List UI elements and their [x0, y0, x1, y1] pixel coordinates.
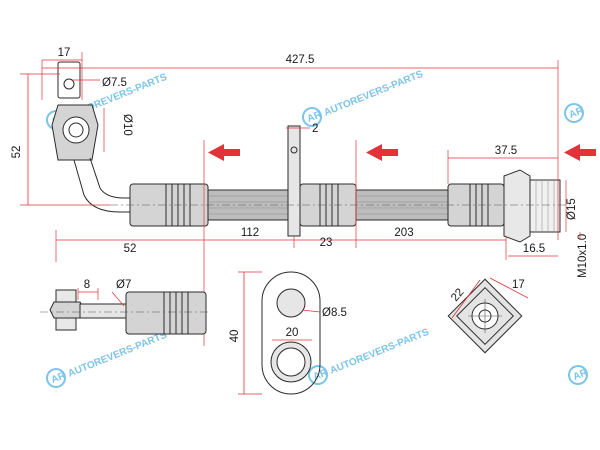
watermark-6: AR: [568, 365, 590, 385]
bolt-hole: [63, 78, 75, 90]
clip-hex: [49, 301, 85, 319]
dim-hex-17: 17: [512, 279, 525, 291]
bracket-small-hole: [276, 288, 306, 318]
watermark-logo-icon: [568, 365, 588, 385]
watermark-logo: AR: [50, 370, 68, 386]
dim-flange-width: 17: [58, 47, 71, 59]
dim-seg-23: 23: [320, 237, 333, 249]
watermark-5: AR AUTOREVERS-PARTS: [308, 327, 431, 385]
bracket-plate: [261, 271, 321, 395]
arrow-center-icon: [366, 144, 398, 161]
watermark-logo-icon: [308, 365, 328, 385]
watermark-logo-icon: [564, 103, 584, 123]
hex-inner-square: [456, 287, 514, 345]
dim-height: 52: [11, 146, 23, 159]
end-hex: [503, 169, 531, 243]
watermark-text: AUTOREVERS-PARTS: [323, 69, 425, 119]
bracket-hole: [290, 146, 298, 154]
dim-bolt-hole: Ø7.5: [102, 77, 127, 89]
watermark-logo-icon: [302, 107, 322, 127]
main-dimensions: 427.5 17 Ø7.5 Ø10 52 2 37.5 Ø15 52: [11, 47, 596, 346]
hex-end-view: 22 17: [447, 277, 529, 354]
dim-offset: 52: [124, 243, 137, 255]
leader-line: [301, 309, 321, 313]
watermark-text: AUTOREVERS-PARTS: [329, 327, 431, 377]
end-thread: [529, 179, 561, 233]
dim-hex-16-5: 16.5: [523, 243, 545, 255]
watermark-4: AR AUTOREVERS-PARTS: [46, 330, 169, 388]
dim-line-hex-22: [451, 279, 481, 319]
clip-ferrule: [125, 291, 207, 335]
bracket-detail: 40 Ø8.5 20: [229, 271, 347, 395]
dim-end-dia: Ø15: [566, 198, 578, 220]
dim-bracket-hole: Ø8.5: [322, 307, 347, 319]
watermark-logo: AR: [312, 367, 330, 383]
dim-clip-hole: Ø7: [116, 279, 131, 291]
dim-eye-dia: Ø10: [121, 114, 133, 136]
watermark-text: AUTOREVERS-PARTS: [67, 330, 169, 380]
watermark-logo: AR: [572, 367, 590, 383]
watermark-logo: AR: [306, 109, 324, 125]
eye-bore: [62, 116, 90, 144]
bracket-large-hole-inner: [276, 347, 306, 377]
dim-overall-length: 427.5: [286, 54, 315, 66]
dim-end-fitting: 37.5: [495, 145, 517, 157]
watermark-2: AR AUTOREVERS-PARTS: [302, 69, 425, 127]
clip-detail: 8 Ø7: [40, 279, 210, 335]
eye-bore-inner: [68, 122, 84, 138]
arrow-left-icon: [208, 144, 240, 161]
dim-seg-112: 112: [241, 227, 259, 239]
clip-tube: [79, 303, 127, 319]
dim-bracket-thickness: 2: [312, 123, 318, 135]
watermark-logo-icon: [46, 368, 66, 388]
watermark-logo: AR: [568, 105, 586, 121]
dim-bracket-height: 40: [229, 330, 241, 343]
watermark-3: AR: [564, 103, 586, 123]
dim-thread: M10x1.0: [577, 234, 589, 278]
bent-tube-inner: [89, 157, 160, 199]
center-bracket: [287, 125, 301, 237]
leader-line: [111, 291, 125, 307]
dim-clip-width: 8: [84, 279, 90, 291]
bent-tube-outer: [73, 159, 160, 213]
arrow-right-icon: [564, 144, 596, 161]
dim-line-hex-17: [489, 277, 529, 299]
dim-seg-203: 203: [394, 227, 413, 239]
main-hose-assembly: [51, 61, 570, 243]
dim-bracket-width: 20: [286, 327, 299, 339]
